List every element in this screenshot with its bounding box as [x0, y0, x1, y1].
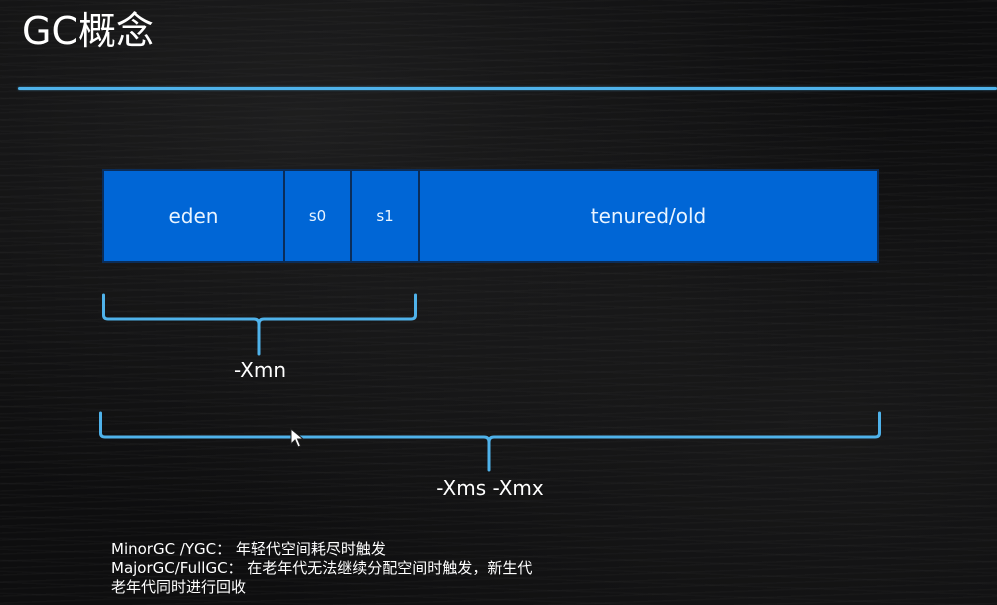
eden-block: eden [104, 171, 283, 261]
brace-icon [99, 411, 881, 472]
s0-label: s0 [308, 207, 327, 225]
survivor-s1-block: s1 [350, 171, 418, 261]
major-gc-note: MajorGC/FullGC： 在老年代无法继续分配空间时触发，新生代 [111, 559, 533, 577]
title-divider [18, 87, 997, 90]
eden-label: eden [168, 204, 219, 228]
mouse-cursor-icon [290, 427, 305, 452]
slide-title: GC概念 [22, 9, 154, 53]
total-heap-brace [99, 411, 883, 473]
young-gen-brace [102, 293, 418, 356]
heap-diagram: eden s0 s1 tenured/old [102, 169, 879, 263]
tenured-old-block: tenured/old [418, 171, 877, 261]
survivor-s0-block: s0 [283, 171, 350, 261]
s1-label: s1 [376, 207, 394, 225]
old-label: tenured/old [590, 204, 707, 228]
brace-icon [102, 293, 417, 356]
major-gc-note-cont: 老年代同时进行回收 [111, 578, 247, 596]
gc-notes: MinorGC /YGC： 年轻代空间耗尽时触发 MajorGC/FullGC：… [111, 540, 532, 597]
xmn-label: -Xmn [233, 358, 287, 382]
minor-gc-note: MinorGC /YGC： 年轻代空间耗尽时触发 [111, 540, 386, 558]
xms-xmx-label: -Xms -Xmx [436, 476, 544, 500]
